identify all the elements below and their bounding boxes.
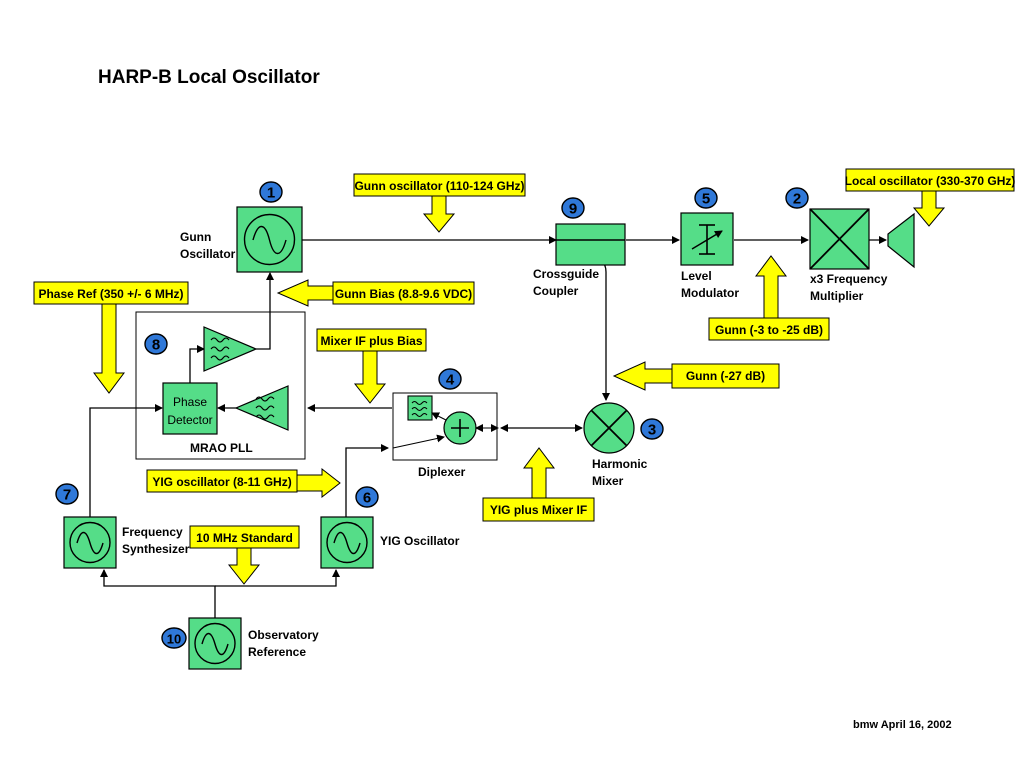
annotation-gunn-level: Gunn (-3 to -25 dB) [708, 255, 830, 341]
gunn-oscillator-block [236, 206, 303, 273]
svg-text:10 MHz Standard: 10 MHz Standard [196, 531, 293, 545]
svg-text:6: 6 [363, 490, 371, 507]
svg-text:YIG oscillator (8-11 GHz): YIG oscillator (8-11 GHz) [152, 475, 291, 489]
annotation-mixer-if-bias: Mixer IF plus Bias [316, 328, 427, 404]
annotation-gunn-bias: Gunn Bias (8.8-9.6 VDC) [276, 279, 475, 307]
svg-text:Phase Ref (350 +/- 6 MHz): Phase Ref (350 +/- 6 MHz) [38, 287, 183, 301]
phase-detector-label-2: Detector [167, 413, 212, 427]
badge-6: 6 [355, 486, 379, 508]
svg-text:Gunn (-27 dB): Gunn (-27 dB) [686, 369, 765, 383]
badge-1: 1 [259, 181, 283, 203]
svg-text:Gunn (-3 to -25 dB): Gunn (-3 to -25 dB) [715, 323, 823, 337]
observatory-reference-label-2: Reference [248, 645, 306, 659]
gunn-oscillator-label-1: Gunn [180, 230, 211, 244]
frequency-multiplier-label-2: Multiplier [810, 289, 864, 303]
harmonic-mixer-block [583, 402, 635, 454]
line-pd-to-amp [189, 345, 205, 383]
svg-text:3: 3 [648, 422, 656, 439]
badge-2: 2 [785, 187, 809, 209]
annotation-gunn-27db: Gunn (-27 dB) [612, 361, 780, 391]
annotation-gunn-oscillator-freq: Gunn oscillator (110-124 GHz) [353, 173, 526, 233]
gunn-oscillator-label-2: Oscillator [180, 247, 236, 261]
pll-amplifier-lower [234, 385, 289, 431]
frequency-synthesizer-label-2: Synthesizer [122, 542, 190, 556]
annotation-yig-mixer-if: YIG plus Mixer IF [482, 447, 595, 522]
yig-oscillator-block [320, 516, 374, 569]
page-title: HARP-B Local Oscillator [98, 67, 320, 88]
diplexer-label: Diplexer [418, 465, 466, 479]
annotation-yig-oscillator-freq: YIG oscillator (8-11 GHz) [146, 467, 341, 499]
observatory-reference-block [188, 617, 242, 670]
badge-4: 4 [438, 368, 462, 390]
svg-text:2: 2 [793, 191, 801, 208]
svg-text:10: 10 [167, 632, 181, 647]
line-loop-to-gunn [256, 272, 274, 350]
mrao-pll-label: MRAO PLL [190, 441, 253, 455]
svg-text:Gunn oscillator (110-124 GHz): Gunn oscillator (110-124 GHz) [354, 179, 524, 193]
badge-9: 9 [561, 197, 585, 219]
svg-text:1: 1 [267, 185, 275, 202]
observatory-reference-label-1: Observatory [248, 628, 319, 642]
line-synth-to-pd [89, 404, 163, 517]
level-modulator-label-1: Level [681, 269, 712, 283]
line-ref-to-yig [215, 569, 340, 587]
footer-credit: bmw April 16, 2002 [853, 719, 952, 731]
badge-10: 10 [161, 627, 187, 649]
frequency-multiplier-label-1: x3 Frequency [810, 272, 888, 286]
annotation-phase-ref: Phase Ref (350 +/- 6 MHz) [33, 281, 189, 394]
svg-text:Gunn Bias (8.8-9.6 VDC): Gunn Bias (8.8-9.6 VDC) [335, 287, 472, 301]
annotation-10mhz-standard: 10 MHz Standard [189, 525, 300, 585]
svg-text:9: 9 [569, 201, 577, 218]
horn-antenna-icon [887, 212, 915, 269]
level-modulator-label-2: Modulator [681, 286, 739, 300]
frequency-multiplier-block [809, 208, 870, 270]
badge-8: 8 [144, 333, 168, 355]
diplexer-summer [443, 411, 477, 445]
badge-7: 7 [55, 483, 79, 505]
crossguide-coupler-label-1: Crossguide [533, 267, 599, 281]
phase-detector-label-1: Phase [173, 395, 207, 409]
annotation-local-oscillator-freq: Local oscillator (330-370 GHz) [845, 168, 1016, 227]
svg-text:8: 8 [152, 337, 160, 354]
svg-text:Local oscillator (330-370 GHz): Local oscillator (330-370 GHz) [845, 174, 1016, 188]
harmonic-mixer-label-2: Mixer [592, 474, 624, 488]
frequency-synthesizer-block [63, 516, 117, 569]
level-modulator-block [680, 212, 734, 266]
line-yig-to-diplexer [345, 444, 389, 517]
diplexer-filter [407, 395, 433, 421]
line-summer-to-filter [431, 412, 447, 421]
svg-text:Mixer IF plus Bias: Mixer IF plus Bias [320, 334, 422, 348]
line-yig-into-summer [392, 434, 445, 449]
pll-amplifier-upper [203, 326, 258, 372]
phase-detector-block [162, 382, 218, 435]
svg-text:YIG plus Mixer IF: YIG plus Mixer IF [490, 503, 587, 517]
badge-3: 3 [640, 418, 664, 440]
yig-oscillator-label: YIG Oscillator [380, 534, 460, 548]
badge-5: 5 [694, 187, 718, 209]
harmonic-mixer-label-1: Harmonic [592, 457, 648, 471]
frequency-synthesizer-label-1: Frequency [122, 525, 183, 539]
crossguide-coupler-label-2: Coupler [533, 284, 579, 298]
mrao-pll-box [135, 311, 306, 460]
line-ref-to-synth [100, 569, 216, 618]
svg-text:7: 7 [63, 487, 71, 504]
crossguide-coupler-block [555, 223, 626, 266]
svg-text:4: 4 [446, 372, 455, 389]
svg-text:5: 5 [702, 191, 710, 208]
